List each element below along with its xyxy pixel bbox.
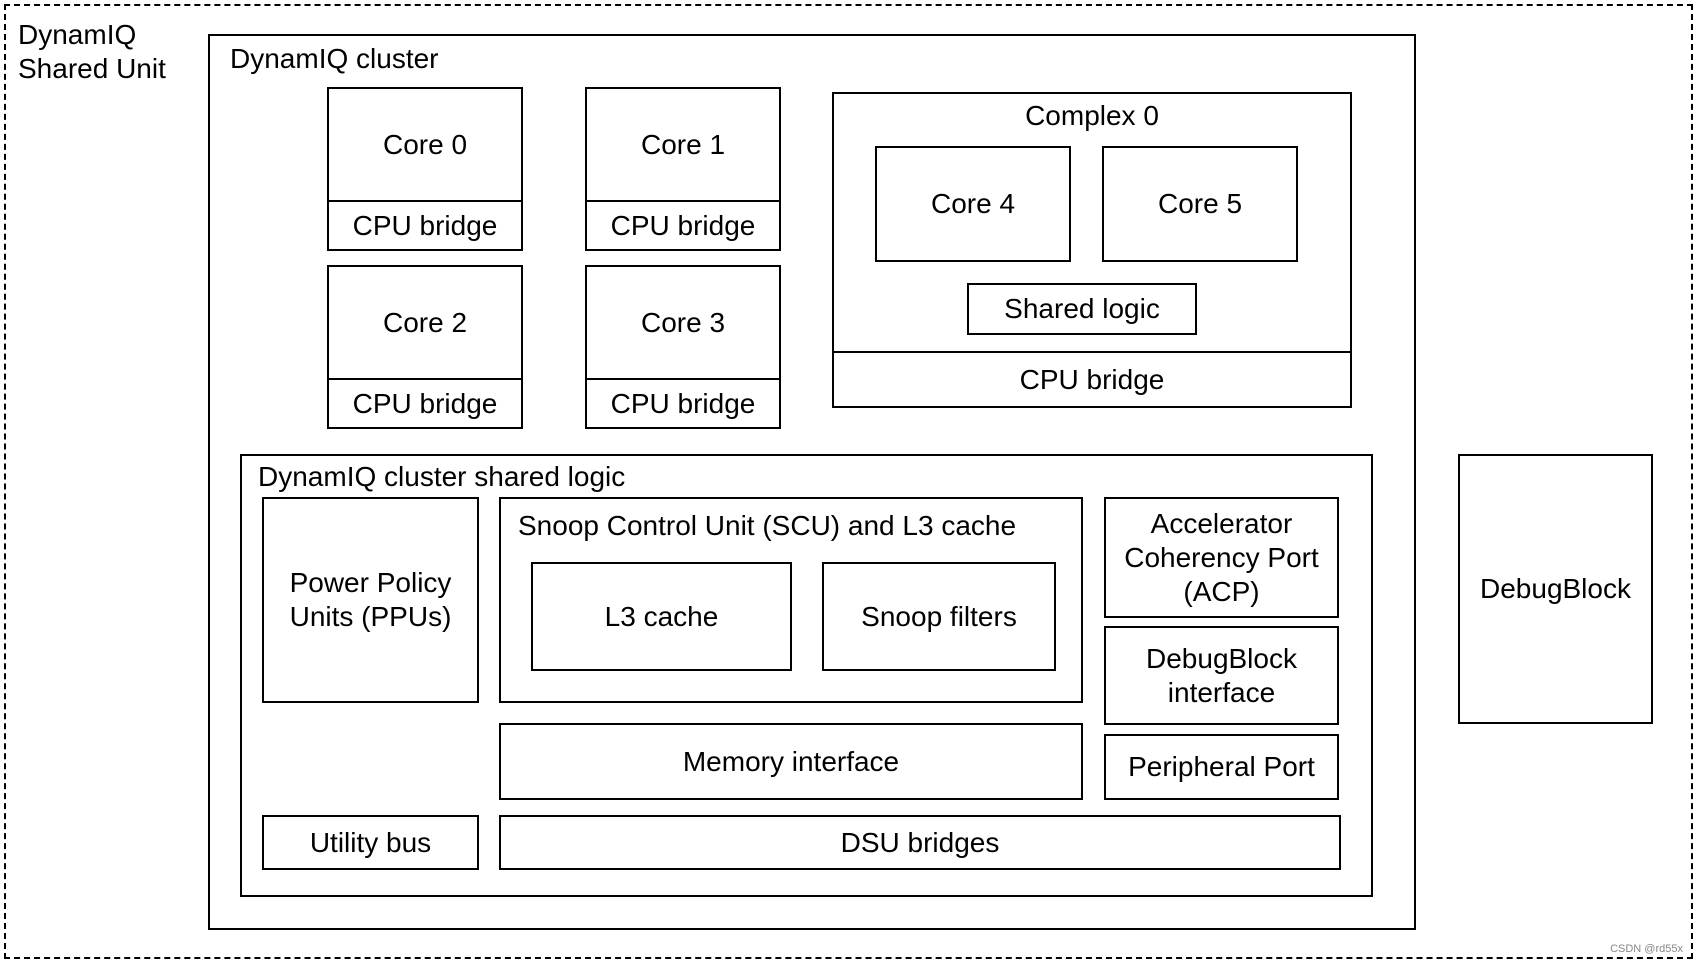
dsu-bridges: DSU bridges: [499, 815, 1341, 870]
core-1-bridge-label: CPU bridge: [610, 209, 756, 241]
memory-interface-label: Memory interface: [682, 745, 900, 777]
dsu-title: DynamIQ Shared Unit: [18, 19, 166, 84]
complex-0-title: Complex 0: [1025, 100, 1159, 131]
debugblock-interface-label: DebugBlock interface: [1146, 642, 1297, 708]
l3-cache-label: L3 cache: [604, 600, 719, 632]
dsu-bridges-label: DSU bridges: [840, 826, 1000, 858]
peripheral-port-label: Peripheral Port: [1128, 751, 1315, 782]
core-0: Core 0: [327, 87, 523, 202]
complex-shared-logic-label: Shared logic: [1004, 293, 1160, 324]
utility-bus: Utility bus: [262, 815, 479, 870]
ppu-label: Power Policy Units (PPUs): [289, 567, 452, 632]
core-4: Core 4: [875, 146, 1071, 262]
memory-interface: Memory interface: [499, 723, 1083, 800]
l3-cache: L3 cache: [531, 562, 792, 671]
watermark: CSDN @rd55x: [1610, 943, 1683, 955]
power-policy-units: Power Policy Units (PPUs): [262, 497, 479, 703]
complex-bridge-label: CPU bridge: [1019, 363, 1165, 395]
complex-cpu-bridge: CPU bridge: [832, 351, 1352, 408]
core-1: Core 1: [585, 87, 781, 202]
core-2-label: Core 2: [382, 306, 468, 338]
debugblock-interface: DebugBlock interface: [1104, 626, 1339, 725]
core-0-bridge-label: CPU bridge: [352, 209, 498, 241]
core-3-label: Core 3: [640, 306, 726, 338]
dsu-boundary: [4, 4, 1693, 959]
peripheral-port: Peripheral Port: [1104, 734, 1339, 800]
core-0-cpu-bridge: CPU bridge: [327, 200, 523, 251]
core-1-cpu-bridge: CPU bridge: [585, 200, 781, 251]
core-3: Core 3: [585, 265, 781, 380]
core-2: Core 2: [327, 265, 523, 380]
core-4-label: Core 4: [930, 188, 1016, 219]
acp-label: Accelerator Coherency Port (ACP): [1124, 507, 1319, 607]
core-5-label: Core 5: [1157, 188, 1243, 219]
core-2-cpu-bridge: CPU bridge: [327, 378, 523, 429]
snoop-filters: Snoop filters: [822, 562, 1056, 671]
core-5: Core 5: [1102, 146, 1298, 262]
debug-block-label: DebugBlock: [1480, 573, 1631, 604]
complex-shared-logic: Shared logic: [967, 283, 1197, 335]
cluster-shared-logic-title: DynamIQ cluster shared logic: [258, 461, 626, 492]
core-3-cpu-bridge: CPU bridge: [585, 378, 781, 429]
utility-bus-label: Utility bus: [309, 826, 432, 858]
core-0-label: Core 0: [382, 128, 468, 160]
scu-title: Snoop Control Unit (SCU) and L3 cache: [518, 510, 1017, 541]
snoop-filters-label: Snoop filters: [861, 600, 1017, 632]
core-3-bridge-label: CPU bridge: [610, 387, 756, 419]
cluster-title: DynamIQ cluster: [230, 43, 439, 74]
accelerator-coherency-port: Accelerator Coherency Port (ACP): [1104, 497, 1339, 618]
core-2-bridge-label: CPU bridge: [352, 387, 498, 419]
core-1-label: Core 1: [640, 128, 726, 160]
debug-block: DebugBlock: [1458, 454, 1653, 724]
